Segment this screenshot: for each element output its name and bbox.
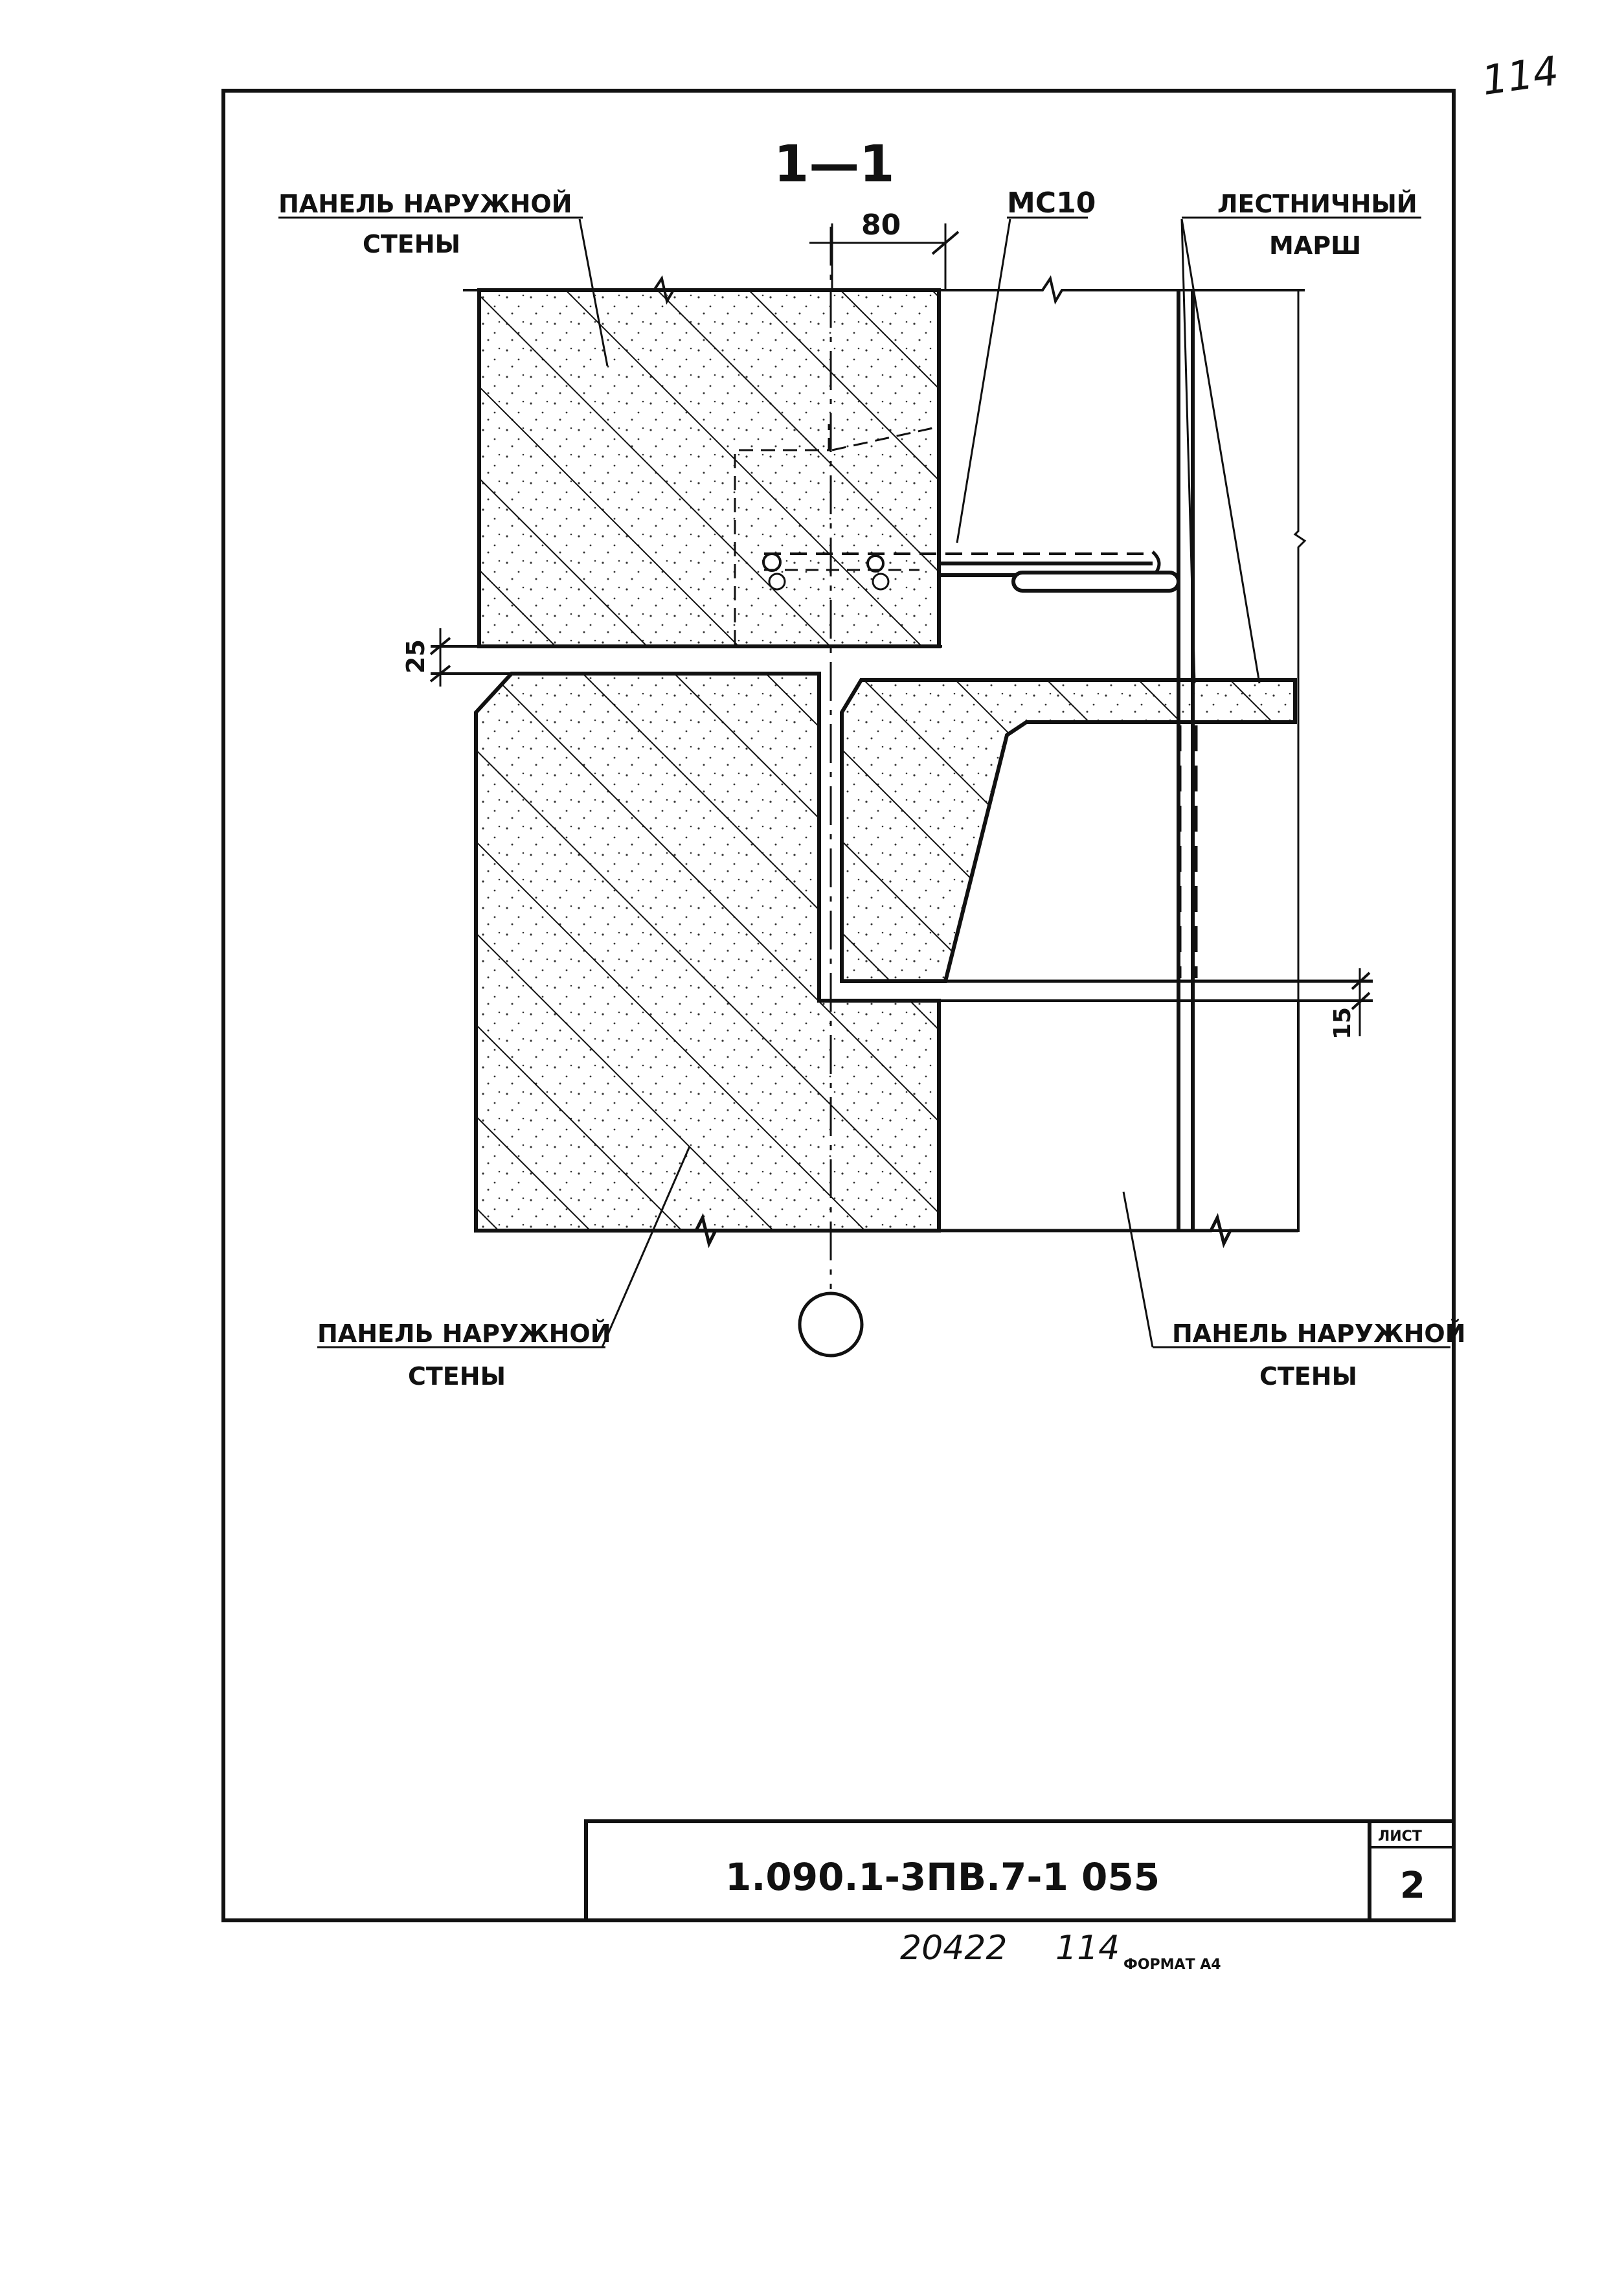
stair-wall-lines — [1177, 290, 1307, 1231]
svg-text:СТЕНЫ: СТЕНЫ — [1259, 1362, 1357, 1391]
footer: 20422 114 ФОРМАТ А4 — [900, 1929, 1221, 1973]
svg-text:МАРШ: МАРШ — [1269, 231, 1361, 260]
archive-number: 20422 — [900, 1929, 1007, 1968]
format-label: ФОРМАТ А4 — [1123, 1957, 1221, 1973]
landing-slab — [840, 678, 1373, 1002]
label-bottom-left-panel: ПАНЕЛЬ НАРУЖНОЙ СТЕНЫ — [317, 1146, 691, 1391]
corner-page-number: 114 — [1479, 47, 1561, 104]
svg-text:СТЕНЫ: СТЕНЫ — [363, 230, 460, 258]
label-top-left-panel: ПАНЕЛЬ НАРУЖНОЙ СТЕНЫ — [278, 190, 609, 367]
sheet-number: 2 — [1400, 1865, 1425, 1907]
upper-wall-panel — [477, 288, 941, 648]
lower-right-wall-panel — [938, 999, 1300, 1232]
svg-text:25: 25 — [401, 639, 430, 674]
svg-text:80: 80 — [861, 209, 901, 242]
svg-text:ПАНЕЛЬ НАРУЖНОЙ: ПАНЕЛЬ НАРУЖНОЙ — [1172, 1319, 1466, 1348]
svg-text:ПАНЕЛЬ НАРУЖНОЙ: ПАНЕЛЬ НАРУЖНОЙ — [278, 190, 572, 218]
label-mc10: МС10 — [956, 187, 1096, 543]
dimension-gap-25: 25 — [401, 628, 942, 687]
svg-text:СТЕНЫ: СТЕНЫ — [408, 1362, 506, 1391]
label-bottom-right-panel: ПАНЕЛЬ НАРУЖНОЙ СТЕНЫ — [1122, 1191, 1466, 1391]
dimension-top-80: 80 — [809, 209, 960, 291]
section-title: 1—1 — [774, 135, 895, 194]
sheet-label: ЛИСТ — [1378, 1828, 1422, 1845]
svg-text:ПАНЕЛЬ НАРУЖНОЙ: ПАНЕЛЬ НАРУЖНОЙ — [317, 1319, 611, 1348]
svg-text:15: 15 — [1329, 1007, 1356, 1040]
svg-text:МС10: МС10 — [1007, 187, 1096, 220]
mc10-connection-plate — [762, 551, 1180, 593]
document-code: 1.090.1-3ПВ.7-1 055 — [725, 1855, 1160, 1899]
svg-text:ЛЕСТНИЧНЫЙ: ЛЕСТНИЧНЫЙ — [1217, 190, 1417, 218]
bottom-break-line — [476, 1212, 1298, 1249]
label-stair-flight: ЛЕСТНИЧНЫЙ МАРШ — [1180, 190, 1421, 684]
axis-marker — [798, 227, 864, 1358]
archive-page: 114 — [1055, 1929, 1120, 1968]
title-block: 1.090.1-3ПВ.7-1 055 ЛИСТ 2 — [584, 1819, 1456, 1922]
dimension-gap-15: 15 — [1329, 968, 1371, 1040]
